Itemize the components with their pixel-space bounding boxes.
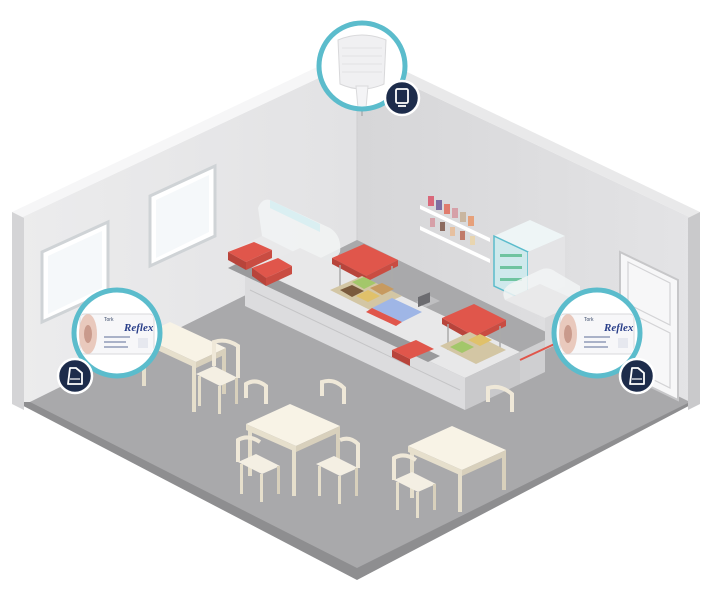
- right-product-hotspot[interactable]: Tork Reflex: [551, 287, 656, 395]
- left-wall-top: [12, 48, 357, 222]
- top-dispenser-hotspot[interactable]: [316, 20, 421, 117]
- right-roll-script: Reflex: [603, 322, 634, 334]
- door-panel-top: [627, 261, 671, 326]
- floor: [30, 240, 690, 568]
- left-product-hotspot[interactable]: Tork Reflex: [56, 287, 163, 395]
- food-pans-2: [440, 332, 506, 364]
- tray-stack-2: [252, 258, 292, 278]
- left-roll-image: Tork Reflex: [77, 293, 157, 373]
- window-2-glass: [48, 231, 102, 314]
- dining-set-3: [392, 384, 514, 518]
- top-badge: [383, 79, 421, 117]
- right-roll-brand: Tork: [584, 317, 594, 323]
- window-1-glass: [156, 175, 209, 258]
- left-wall-side: [12, 212, 24, 410]
- tray-slide: [228, 262, 440, 362]
- wall-dispenser-icon: [395, 88, 409, 107]
- right-roll-image: Tork Reflex: [557, 293, 637, 373]
- right-wall-top: [357, 48, 700, 222]
- blue-tray: [372, 298, 422, 322]
- right-badge: [618, 357, 656, 395]
- counter-front: [245, 274, 465, 410]
- tray-stack-1: [228, 242, 272, 262]
- wall-shelves: [420, 196, 490, 263]
- tray-stack-3: [392, 340, 434, 359]
- counter-end: [465, 352, 520, 410]
- wiper-dispenser-icon: [67, 367, 83, 385]
- left-roll-script: Reflex: [123, 322, 154, 334]
- left-badge: [56, 357, 94, 395]
- dining-set-2: [236, 378, 360, 504]
- wiper-dispenser-icon: [629, 367, 645, 385]
- right-wall-side: [688, 212, 700, 410]
- heat-lamp-1: [332, 244, 398, 276]
- left-roll-brand: Tork: [104, 317, 114, 323]
